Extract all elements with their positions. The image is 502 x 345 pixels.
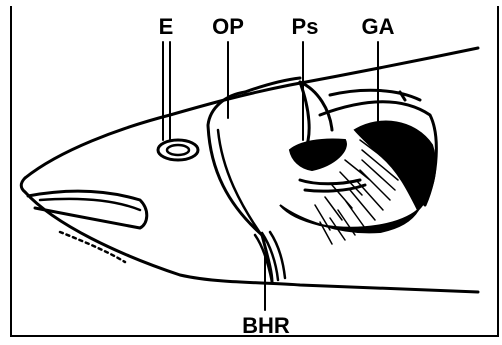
label-branchiostegal-rays: BHR — [242, 313, 290, 338]
operculum — [208, 78, 300, 282]
pseudobranch — [290, 82, 365, 191]
branchiostegal-rays — [255, 232, 285, 282]
label-operculum: OP — [212, 14, 244, 39]
label-eye: E — [159, 14, 174, 39]
eye — [158, 140, 198, 160]
label-pseudobranch: Ps — [292, 14, 319, 39]
label-gill-arches: GA — [362, 14, 395, 39]
mouth — [28, 191, 147, 262]
